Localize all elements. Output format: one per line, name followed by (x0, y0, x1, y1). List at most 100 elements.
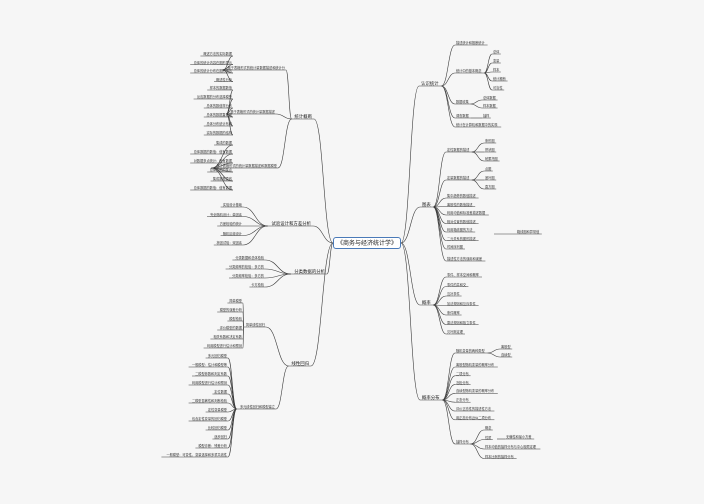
leaf-node[interactable]: 条形图 (485, 139, 495, 143)
leaf-node[interactable]: 总体数据 (483, 96, 496, 100)
group-node[interactable]: 统计在计算机和数据中的实现 (456, 123, 498, 127)
leaf-node[interactable]: 事件的并和交 (447, 282, 467, 287)
leaf-node[interactable]: 逐步回归 (214, 435, 227, 439)
branch-categorical-analysis[interactable]: 分类数据的分析 (294, 270, 325, 275)
group-node[interactable]: 多元线性回归和模型建立 (239, 405, 275, 409)
leaf-node[interactable]: 变量 (493, 59, 500, 63)
leaf-node[interactable]: 总体 (493, 50, 500, 54)
leaf-node[interactable]: 样本数据 (483, 104, 496, 108)
leaf-node[interactable]: 二模型参数和判定系数 (195, 372, 227, 376)
leaf-node[interactable]: 可靠性 (493, 86, 503, 90)
leaf-node[interactable]: 统计推断 (493, 77, 506, 81)
leaf-node[interactable]: 无偏性和最小方差 (506, 435, 532, 439)
leaf-node[interactable]: 描述性方法的误用和误差 (447, 257, 483, 261)
leaf-node[interactable]: 总体的统计内容在图形表示 (193, 60, 232, 65)
branch-statistics-overview[interactable]: 统计概断 (294, 115, 312, 120)
leaf-node[interactable]: 性质 (485, 435, 492, 440)
leaf-node[interactable]: 卡方检验 (251, 283, 264, 287)
leaf-node[interactable]: 模型诊断：残差分析 (198, 444, 227, 448)
leaf-node[interactable]: 离散性的数值描述 (447, 202, 473, 207)
leaf-node[interactable]: 析因试验：双因素 (216, 241, 243, 245)
root-node[interactable]: 《商务与经济统计学》 (333, 237, 401, 249)
leaf-node[interactable]: 二元关系的图形描述 (447, 236, 476, 241)
leaf-node[interactable]: 抽样 (483, 114, 490, 118)
group-node[interactable]: 定性数据的描述 (447, 148, 470, 152)
leaf-node[interactable]: 总体的数值样分布 (206, 104, 233, 108)
leaf-node[interactable]: 总体分布统计布局 (206, 122, 233, 126)
leaf-node[interactable]: 总体数据的数值：值有数据 (193, 186, 232, 190)
leaf-node[interactable]: 互补事件 (447, 292, 460, 296)
leaf-node[interactable]: 比较回归模型 (207, 426, 227, 430)
leaf-node[interactable]: 一般模型：可变性、变量选择和多重共线性 (166, 453, 227, 457)
leaf-node[interactable]: 离散型 (501, 345, 511, 349)
leaf-node[interactable]: 利用模型进行估计和预测 (191, 381, 227, 385)
leaf-node[interactable]: 乘法规则和独立事件 (447, 320, 476, 325)
leaf-node[interactable]: 评价正态性的描述性方法 (456, 407, 492, 411)
leaf-node[interactable]: 帕累托图 (485, 157, 498, 161)
leaf-node[interactable]: 集中趋势的数值描述 (447, 194, 476, 198)
leaf-node[interactable]: 总体数据的集点 (209, 168, 232, 172)
leaf-node[interactable]: 离散型随机变量的概率分布 (456, 363, 495, 367)
group-node[interactable]: 基于表格形式的统计量数据描述和统计分 (227, 66, 285, 70)
leaf-node[interactable]: 利用箱线图的方法 (447, 228, 473, 232)
branch-linear-regression[interactable]: 线性回归 (291, 362, 309, 367)
leaf-node[interactable]: 多元回归模型 (207, 354, 227, 358)
leaf-node[interactable]: 反应数据的分布选择模型 (196, 95, 232, 99)
leaf-node[interactable]: 概念 (485, 426, 492, 430)
leaf-node[interactable]: 对数据多点统计：值有数据 (193, 159, 232, 163)
group-node[interactable]: 抽样分布 (456, 440, 469, 444)
leaf-node[interactable]: 事件、样本空间和概率 (447, 273, 479, 277)
leaf-node[interactable]: 概述方法的实际数据 (203, 52, 232, 56)
leaf-node[interactable]: 箱线图和异常值 (517, 230, 540, 234)
group-node[interactable]: 统计中的基本概念 (456, 69, 482, 73)
group-node[interactable]: 基于表格形式的统计量数据描述 (230, 110, 275, 114)
leaf-node[interactable]: 利用模型进行估计和预测 (206, 344, 242, 348)
group-node[interactable]: 随机变量的两种类型 (456, 349, 485, 353)
leaf-node[interactable]: 总体的统计分布在图形表示 (193, 69, 232, 73)
branch-understanding-statistics[interactable]: 认识统计 (421, 82, 439, 87)
leaf-node[interactable]: 实际的数据的结构 (206, 131, 233, 135)
leaf-node[interactable]: 直方图 (485, 185, 495, 189)
leaf-node[interactable]: 模型检验 (229, 317, 242, 321)
leaf-node[interactable]: 模型的误差分析 (219, 308, 242, 312)
leaf-node[interactable]: 一般模型：估计和模型等 (191, 363, 227, 367)
leaf-node[interactable]: 加法规则和互斥事件 (447, 301, 476, 306)
leaf-node[interactable]: 利用均值和标准差描述数据 (447, 211, 486, 215)
leaf-node[interactable]: 时间序列图 (447, 245, 463, 249)
leaf-node[interactable]: 分类频率的检验：多方的 (228, 265, 264, 269)
leaf-node[interactable]: 二模型显著性和判断检验 (191, 399, 227, 403)
leaf-node[interactable]: 二项分布 (456, 371, 469, 376)
branch-experimental-design[interactable]: 试验设计和方差分析 (271, 222, 311, 227)
leaf-node[interactable]: 样本的数据数值 (209, 86, 232, 90)
group-node[interactable]: 数据收集 (456, 100, 469, 104)
leaf-node[interactable]: 正态分布 (456, 398, 469, 403)
leaf-node[interactable]: 简单模型 (229, 299, 242, 303)
leaf-node[interactable]: 概述性分析 (216, 77, 232, 82)
leaf-node[interactable]: 样本比例的抽样分布 (485, 454, 514, 459)
leaf-node[interactable]: 茎叶图 (485, 176, 495, 180)
leaf-node[interactable]: 定性变量模型 (207, 408, 227, 412)
group-node[interactable]: 描述统计和推断统计 (456, 41, 485, 45)
leaf-node[interactable]: 实验设计基础 (222, 203, 242, 207)
leaf-node[interactable]: 总体的数据直线图 (206, 113, 233, 117)
leaf-node[interactable]: 包含定性变量的回归模型 (191, 417, 227, 421)
group-node[interactable]: 简单线性回归 (245, 323, 265, 327)
leaf-node[interactable]: 样本均值的抽样分布与中心极限定理 (485, 445, 536, 449)
leaf-node[interactable]: 连续型 (501, 353, 511, 357)
leaf-node[interactable]: 随机区组设计 (222, 231, 242, 236)
leaf-node[interactable]: 样本 (493, 68, 500, 72)
leaf-node[interactable]: 相关系数和决定系数 (213, 335, 242, 339)
branch-probability[interactable]: 概率 (422, 301, 431, 306)
leaf-node[interactable]: 集成数据直线 (212, 177, 232, 181)
group-node[interactable]: 定量数据的描述 (447, 176, 470, 180)
leaf-node[interactable]: 方差检验的统计 (219, 222, 242, 226)
leaf-node[interactable]: 连续型随机变量的概率分布 (456, 389, 495, 394)
group-node[interactable]: 基于表格形式的统计量数据描述和数据模型 (216, 164, 277, 168)
leaf-node[interactable]: 分类数据和总体检验 (235, 256, 264, 260)
branch-charts[interactable]: 图表 (422, 203, 431, 208)
leaf-node[interactable]: 用正态分布近似二项分布 (456, 415, 492, 420)
leaf-node[interactable]: 泊松分布 (456, 380, 469, 385)
leaf-node[interactable]: 总体数据的数值：值有数据 (193, 150, 232, 154)
leaf-node[interactable]: 饼状图 (485, 148, 495, 152)
leaf-node[interactable]: 条件概率 (447, 311, 460, 315)
